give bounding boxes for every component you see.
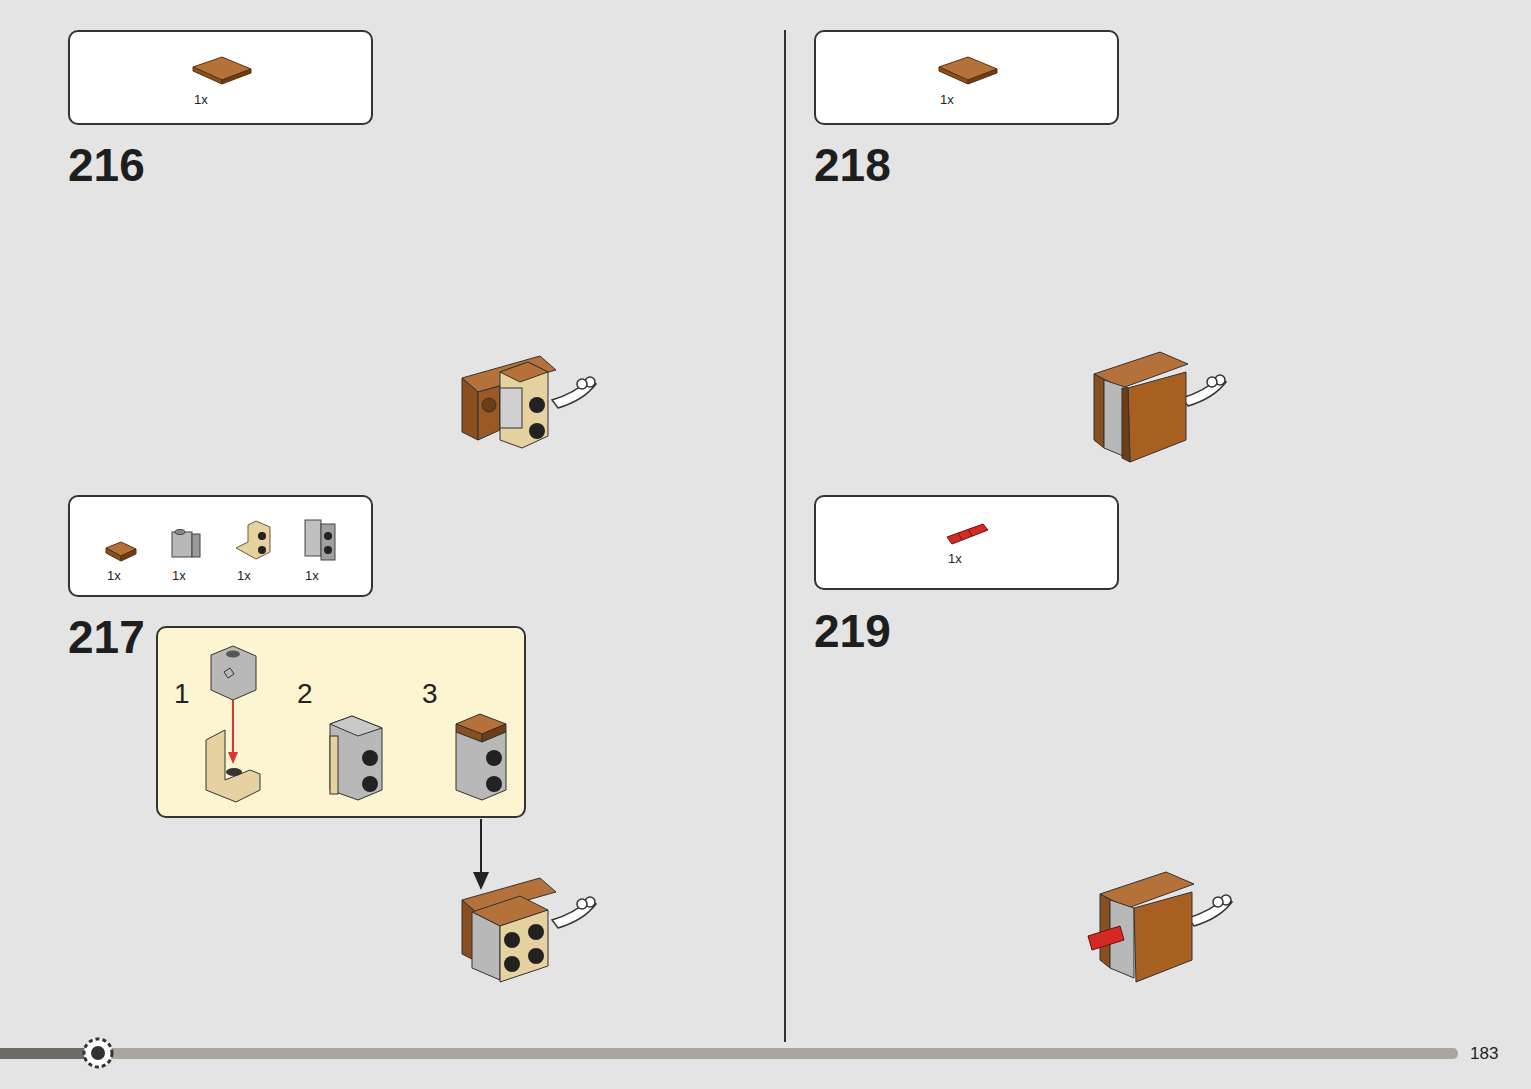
part-quantity: 1x [940,93,954,106]
box-ground [69,496,372,596]
red-part-icon [947,524,988,544]
step-number: 218 [814,142,891,188]
assembly-216 [462,356,596,448]
tile-icon [939,57,997,84]
progress-bar [0,1048,1458,1059]
substep-number: 1 [174,680,190,708]
part-quantity: 1x [194,93,208,106]
box-ground [815,496,1118,589]
part-quantity: 1x [305,569,319,582]
page-number: 183 [1470,1045,1498,1062]
step-number: 217 [68,614,145,660]
parts-box: 1x [814,495,1119,590]
step-number: 216 [68,142,145,188]
assembly-218 [1094,352,1226,462]
part-quantity: 1x [948,552,962,565]
gear-icon [84,1039,112,1067]
assembly-217 [462,878,596,982]
parts-box: 1x [68,30,373,125]
substep-panel: 1 2 3 [156,626,526,818]
parts-icons [106,520,335,561]
assembly-219 [1088,872,1232,982]
tile-icon [193,40,251,84]
part-quantity: 1x [172,569,186,582]
box-ground [69,31,372,124]
part-quantity: 1x [237,569,251,582]
substep-number: 2 [297,680,313,708]
parts-box: 1x [814,30,1119,125]
box-ground [815,31,1118,124]
substep-number: 3 [422,680,438,708]
step-number: 219 [814,608,891,654]
callout-arrowhead [473,872,489,890]
box-ground [157,627,525,817]
gear-hub [91,1046,105,1060]
callout-arrow [480,819,482,876]
divider [784,30,786,1042]
substep-illustration [206,646,506,802]
part-quantity: 1x [107,569,121,582]
parts-box: 1x 1x 1x 1x [68,495,373,597]
